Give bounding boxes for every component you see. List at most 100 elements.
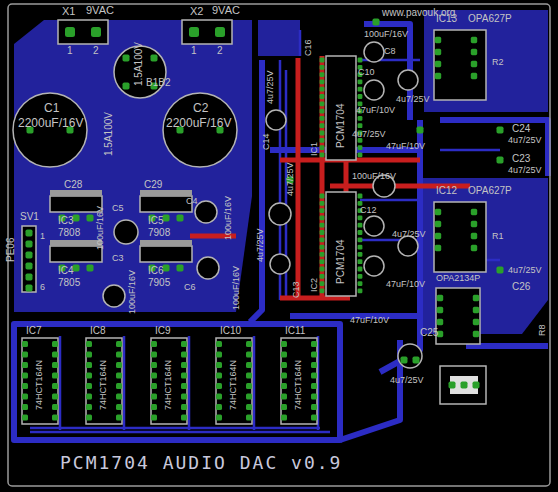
solder-pad	[116, 362, 122, 368]
solder-pad	[116, 383, 122, 389]
solder-pad	[52, 415, 58, 421]
silkscreen-label: C29	[144, 180, 162, 190]
solder-pad	[311, 383, 317, 389]
solder-pad	[215, 27, 225, 37]
solder-pad	[151, 341, 157, 347]
silkscreen-label: 4u7/25V	[508, 136, 542, 145]
solder-pad	[358, 201, 363, 206]
silkscreen-label: 74HCT164N	[294, 360, 303, 410]
silkscreen-label: PCM1704	[336, 104, 346, 148]
solder-pad	[320, 237, 325, 242]
solder-pad	[151, 394, 157, 400]
solder-pad	[320, 116, 325, 121]
silkscreen-label: 100uF/16V	[364, 30, 408, 39]
solder-pad	[26, 252, 33, 259]
solder-pad	[281, 415, 287, 421]
silkscreen-label: 1	[191, 46, 197, 56]
solder-pad	[449, 382, 456, 389]
solder-pad	[320, 145, 325, 150]
component-outline	[22, 20, 486, 424]
solder-pad	[181, 373, 187, 379]
silkscreen-label: 74HCT164N	[229, 360, 238, 410]
solder-pad	[320, 109, 325, 114]
solder-pad	[281, 352, 287, 358]
solder-pad	[358, 274, 363, 279]
silkscreen-label: C13	[292, 281, 301, 298]
solder-pad	[437, 307, 443, 313]
solder-pad	[123, 83, 130, 90]
silkscreen-label: 4u7/25V	[266, 70, 275, 104]
solder-pad	[52, 383, 58, 389]
solder-pad	[320, 201, 325, 206]
solder-pad	[91, 27, 101, 37]
silkscreen-label: 100uF/16V	[232, 266, 241, 310]
silkscreen-label: 47uF/10V	[386, 142, 425, 151]
silkscreen-label: C5	[112, 204, 124, 213]
signal-trace	[30, 30, 500, 432]
silkscreen-label: 9VAC	[86, 5, 114, 16]
silkscreen-label: 2200uF/16V	[166, 117, 231, 129]
silkscreen-label: IC12	[436, 186, 457, 196]
silkscreen-label: 4u7/25V	[286, 162, 295, 196]
silkscreen-label: C10	[358, 68, 375, 77]
solder-pad	[216, 404, 222, 410]
solder-pad	[320, 80, 325, 85]
solder-pad	[181, 383, 187, 389]
silkscreen-label: 2	[217, 46, 223, 56]
solder-pad	[246, 373, 252, 379]
solder-pad	[281, 373, 287, 379]
solder-pad	[216, 352, 222, 358]
silkscreen-label: 47uF/10V	[356, 106, 395, 115]
solder-pad	[358, 94, 363, 99]
solder-pad	[471, 37, 477, 43]
solder-pad	[320, 72, 325, 77]
silkscreen-label: C6	[184, 283, 196, 292]
solder-pad	[116, 341, 122, 347]
silkscreen-label: IC4	[58, 266, 74, 276]
solder-pad	[52, 373, 58, 379]
silkscreen-label: 9VAC	[212, 5, 240, 16]
solder-pad	[87, 215, 94, 222]
solder-pad	[22, 415, 28, 421]
solder-pad	[52, 362, 58, 368]
solder-pad	[189, 27, 199, 37]
solder-pad	[417, 127, 424, 134]
silkscreen-label: PCM1704	[336, 240, 346, 284]
silkscreen-label: 2	[93, 46, 99, 56]
solder-pad	[181, 415, 187, 421]
silkscreen-label: OPA627P	[468, 14, 512, 24]
solder-pad	[435, 245, 441, 251]
solder-pad	[181, 352, 187, 358]
solder-pad	[320, 153, 325, 158]
solder-pad	[358, 281, 363, 286]
solder-pad	[358, 153, 363, 158]
solder-pad	[497, 157, 504, 164]
solder-pad	[151, 415, 157, 421]
solder-pad	[181, 341, 187, 347]
silkscreen-label: R2	[492, 58, 504, 67]
heatsink-tab	[50, 190, 478, 394]
solder-pad	[151, 55, 158, 62]
solder-pad	[473, 331, 479, 337]
silkscreen-label: IC2	[310, 278, 319, 292]
solder-pad	[471, 245, 477, 251]
silkscreen-label: SV1	[20, 212, 39, 222]
solder-pad	[311, 341, 317, 347]
solder-pad	[181, 362, 187, 368]
copper-trace	[14, 24, 548, 440]
silkscreen-label: www.pavouk.org	[382, 8, 455, 18]
silkscreen-label: 4u7/25V	[256, 228, 265, 262]
solder-pad	[320, 123, 325, 128]
solder-pad	[358, 237, 363, 242]
solder-pad	[320, 208, 325, 213]
solder-pad	[320, 94, 325, 99]
silkscreen-label: 7908	[148, 228, 170, 238]
solder-pad	[52, 404, 58, 410]
silkscreen-label: 4u7/25V	[508, 166, 542, 175]
solder-pad	[116, 394, 122, 400]
solder-pad	[401, 357, 408, 364]
solder-pad	[52, 341, 58, 347]
solder-pad	[358, 87, 363, 92]
solder-pad	[216, 415, 222, 421]
silkscreen-label: 1	[67, 46, 73, 56]
